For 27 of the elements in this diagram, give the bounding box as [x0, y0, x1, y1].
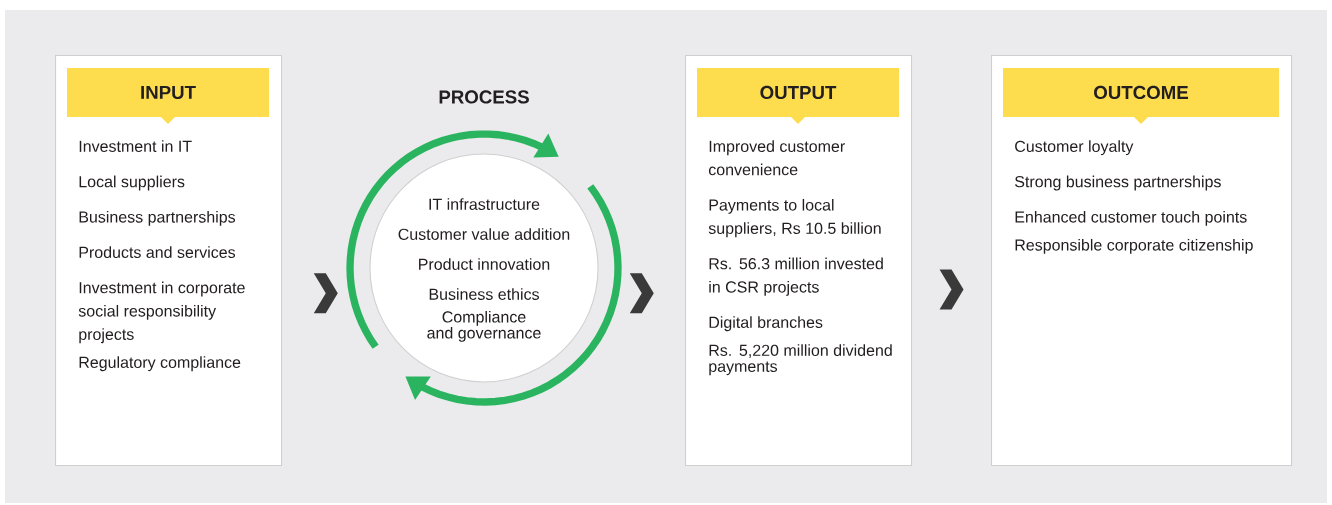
chevron-arrow [313, 273, 338, 314]
list-item: Compliance and governance [427, 310, 541, 342]
header-banner: OUTCOME [1003, 68, 1279, 124]
list-item: Improved customer convenience [708, 140, 845, 176]
list-item: Investment in IT [79, 140, 192, 152]
list-item: Products and services [79, 246, 236, 258]
list-item: Rs. 56.3 million invested in CSR projects [709, 257, 883, 296]
list-item: Product innovation [419, 258, 550, 270]
heading: PROCESS [439, 90, 529, 104]
chevron-arrow [939, 269, 964, 310]
chevron-arrow [629, 273, 654, 314]
header-banner: INPUT [67, 68, 269, 124]
list-item: Regulatory compliance [79, 356, 241, 372]
list-item: Strong business partnerships [1015, 175, 1221, 191]
header-banner: OUTPUT [697, 68, 899, 124]
list-item: Payments to local suppliers, Rs 10.5 billion [708, 198, 881, 238]
list-item: IT infrastructure [429, 198, 540, 210]
list-item: Customer loyalty [1015, 140, 1134, 156]
list-item: Local suppliers [79, 175, 185, 191]
list-item: Digital branches [709, 316, 823, 332]
list-item: Business partnerships [79, 210, 236, 226]
list-item: Responsible corporate citizenship [1015, 238, 1253, 254]
list-item: Rs. 5,220 million dividend payments [709, 344, 892, 376]
list-item: Investment in corporate social responsibility projects [78, 281, 245, 344]
list-item: Business ethics [429, 288, 539, 300]
list-item: Customer value addition [398, 228, 570, 240]
list-item: Enhanced customer touch points [1015, 210, 1247, 226]
